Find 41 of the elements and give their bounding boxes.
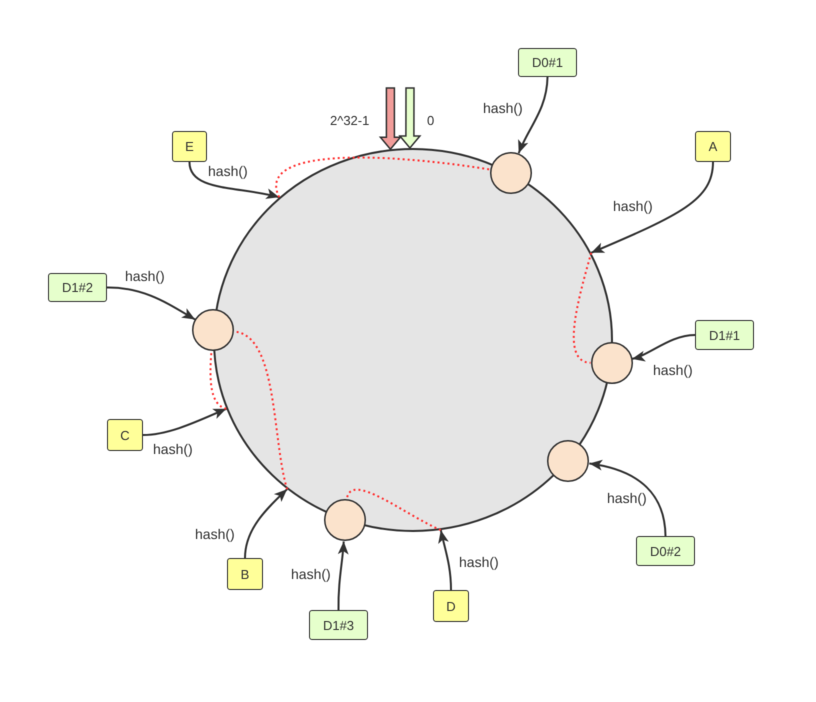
node-box: B bbox=[227, 558, 263, 590]
node-box: D0#1 bbox=[518, 48, 577, 77]
edge-label: hash() bbox=[652, 362, 694, 378]
node-box: E bbox=[172, 131, 207, 162]
node-box: D1#2 bbox=[48, 273, 107, 302]
edge-label: hash() bbox=[124, 268, 166, 284]
circle-node bbox=[590, 342, 632, 384]
arrow bbox=[244, 488, 288, 558]
edge-label: hash() bbox=[606, 490, 648, 506]
arrow bbox=[589, 460, 666, 536]
edge-label: hash() bbox=[194, 526, 236, 542]
edge-label: hash() bbox=[207, 163, 249, 179]
dotted-line bbox=[572, 252, 592, 364]
edge-label: hash() bbox=[612, 198, 654, 214]
node-box: C bbox=[107, 419, 143, 451]
circle-node bbox=[192, 308, 234, 351]
node-box: D bbox=[433, 590, 469, 622]
arrow bbox=[518, 76, 548, 154]
circle-node bbox=[324, 499, 366, 542]
arrow bbox=[106, 286, 196, 320]
circle-node bbox=[490, 152, 532, 194]
node-box: A bbox=[695, 131, 731, 162]
dotted-line bbox=[209, 350, 227, 410]
dotted-line bbox=[234, 330, 288, 490]
edge-label: hash() bbox=[482, 100, 524, 116]
edge-label: hash() bbox=[152, 441, 194, 457]
edge-label: hash() bbox=[458, 554, 500, 570]
arrow bbox=[142, 408, 227, 436]
block-arrow bbox=[398, 87, 422, 150]
arrow bbox=[438, 530, 452, 590]
edge-label: hash() bbox=[290, 566, 332, 582]
node-box: D0#2 bbox=[636, 536, 695, 566]
dotted-line bbox=[275, 156, 491, 198]
node-box: D1#3 bbox=[309, 610, 368, 640]
circle-node bbox=[547, 440, 590, 482]
node-box: D1#1 bbox=[695, 320, 754, 350]
arrow bbox=[337, 541, 348, 610]
arrow bbox=[590, 162, 714, 254]
arrow bbox=[632, 334, 696, 361]
arrow bbox=[188, 162, 280, 200]
block-arrow bbox=[378, 87, 402, 150]
